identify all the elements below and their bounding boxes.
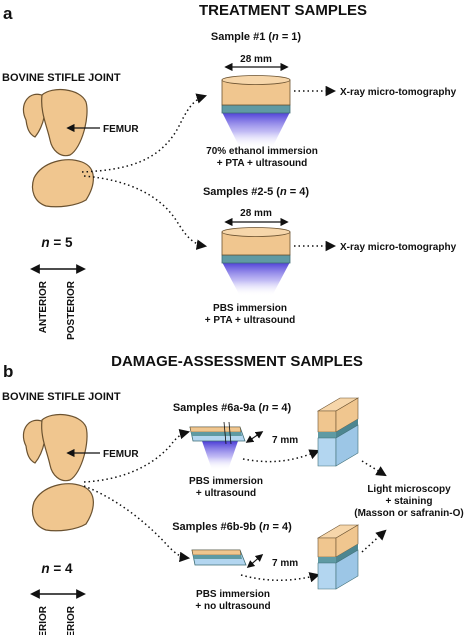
samples-2-5-group: Samples #2-5 (n = 4) 28 mm X-ray micro-t…: [203, 186, 457, 326]
panel-a-posterior-label: POSTERIOR: [66, 280, 77, 340]
sample-1-title: Sample #1 (n = 1): [211, 31, 302, 43]
sample-1-treatment-line-1: 70% ethanol immersion: [206, 146, 318, 157]
panel-a-n-count: n = 5: [41, 235, 73, 250]
samples-2-5-title: Samples #2-5 (n = 4): [203, 186, 309, 198]
femur-shape: [41, 88, 88, 157]
histology-line-3: (Masson or safranin-O): [354, 508, 463, 519]
samples-6a-9a-cut-line-1: [223, 421, 227, 445]
samples-6a-9a-to-section-arrow: [242, 449, 320, 463]
samples-6b-9b-thin-section: [316, 524, 360, 590]
sample-1-bone-layer: [221, 104, 291, 114]
femur-shape: [41, 413, 88, 482]
panel-b-joint-label: BOVINE STIFLE JOINT: [2, 391, 121, 403]
samples-6b-9b-bone-strip: [193, 555, 242, 559]
panel-b-knee-joint: [22, 413, 94, 532]
samples-6b-9b-cartilage-strip: [191, 549, 242, 556]
panel-b-letter: b: [3, 362, 13, 381]
samples-6a-9a-ultrasound-beam: [202, 441, 238, 470]
sample-1-disc-top: [221, 75, 291, 85]
samples-6b-9b-treatment-line-1: PBS immersion: [196, 589, 270, 600]
samples-2-5-disc-top: [221, 227, 291, 237]
samples-6a-9a-treatment-line-1: PBS immersion: [189, 476, 263, 487]
samples-2-5-width-label: 28 mm: [240, 208, 272, 219]
panel-a-letter: a: [3, 4, 13, 23]
panel-b-n-count: n = 4: [41, 561, 73, 576]
samples-2-5-ultrasound-beam: [222, 262, 290, 296]
samples-6b-9b-thickness-label: 7 mm: [272, 558, 298, 569]
samples-6b-9b-group: Samples #6b-9b (n = 4) 7 mm PBS immersio…: [172, 521, 360, 612]
flow-arrow-to-samples-6b-9b: [83, 485, 191, 563]
tibia-shape: [31, 159, 94, 208]
samples-6b-9b-treatment-line-2: + no ultrasound: [195, 601, 270, 612]
samples-6a-9a-thickness-label: 7 mm: [272, 435, 298, 446]
samples-6a-9a-treatment-line-2: + ultrasound: [196, 488, 256, 499]
samples-6a-9a-thin-section: [316, 397, 360, 467]
histology-line-2: + staining: [386, 496, 433, 507]
samples-6a-9a-group: Samples #6a-9a (n = 4) 7 mm PBS immersio…: [173, 397, 360, 499]
histology-line-1: Light microscopy: [367, 484, 451, 495]
panel-a-anterior-label: ANTERIOR: [38, 280, 49, 333]
section-a-to-histology-arrow: [361, 460, 387, 477]
flow-arrow-to-sample-1: [81, 93, 208, 173]
samples-6a-9a-title: Samples #6a-9a (n = 4): [173, 402, 292, 414]
panel-a-title: TREATMENT SAMPLES: [199, 2, 367, 19]
panel-b-femur-label: FEMUR: [103, 449, 139, 460]
panel-b-title: DAMAGE-ASSESSMENT SAMPLES: [111, 353, 363, 370]
panel-a-knee-joint: [22, 88, 94, 208]
panel-a-femur-label: FEMUR: [103, 124, 139, 135]
section-b-to-histology-arrow: [361, 529, 387, 553]
samples-2-5-output-label: X-ray micro-tomography: [340, 242, 457, 253]
sample-1-treatment-line-2: + PTA + ultrasound: [217, 158, 308, 169]
samples-6a-9a-thickness-arrow: [245, 431, 264, 443]
panel-b: b DAMAGE-ASSESSMENT SAMPLES BOVINE STIFL…: [2, 353, 464, 635]
samples-2-5-bone-layer: [221, 254, 291, 264]
flow-arrow-to-samples-6a-9a: [83, 428, 191, 483]
sample-1-group: Sample #1 (n = 1) 28 mm X-ray micro-tomo…: [206, 31, 456, 169]
samples-6b-9b-title: Samples #6b-9b (n = 4): [172, 521, 292, 533]
samples-2-5-treatment-line-2: + PTA + ultrasound: [205, 315, 296, 326]
tibia-shape: [31, 483, 94, 532]
samples-6b-9b-thickness-arrow: [246, 553, 264, 569]
samples-6b-9b-to-section-arrow: [240, 572, 321, 583]
sample-1-output-label: X-ray micro-tomography: [340, 87, 457, 98]
samples-6a-9a-cut-line-2: [228, 421, 232, 445]
sample-1-width-label: 28 mm: [240, 54, 272, 65]
flow-arrow-to-samples-2-5: [83, 175, 208, 250]
panel-b-posterior-label: POSTERIOR: [66, 605, 77, 635]
samples-2-5-treatment-line-1: PBS immersion: [213, 303, 287, 314]
sample-1-ultrasound-beam: [222, 112, 290, 148]
panel-b-anterior-label: ANTERIOR: [38, 605, 49, 635]
samples-6a-9a-bone-strip: [191, 432, 242, 436]
panel-a: a TREATMENT SAMPLES BOVINE STIFLE JOINT …: [2, 2, 457, 340]
samples-6a-9a-cartilage-strip: [189, 426, 242, 433]
panel-a-joint-label: BOVINE STIFLE JOINT: [2, 72, 121, 84]
